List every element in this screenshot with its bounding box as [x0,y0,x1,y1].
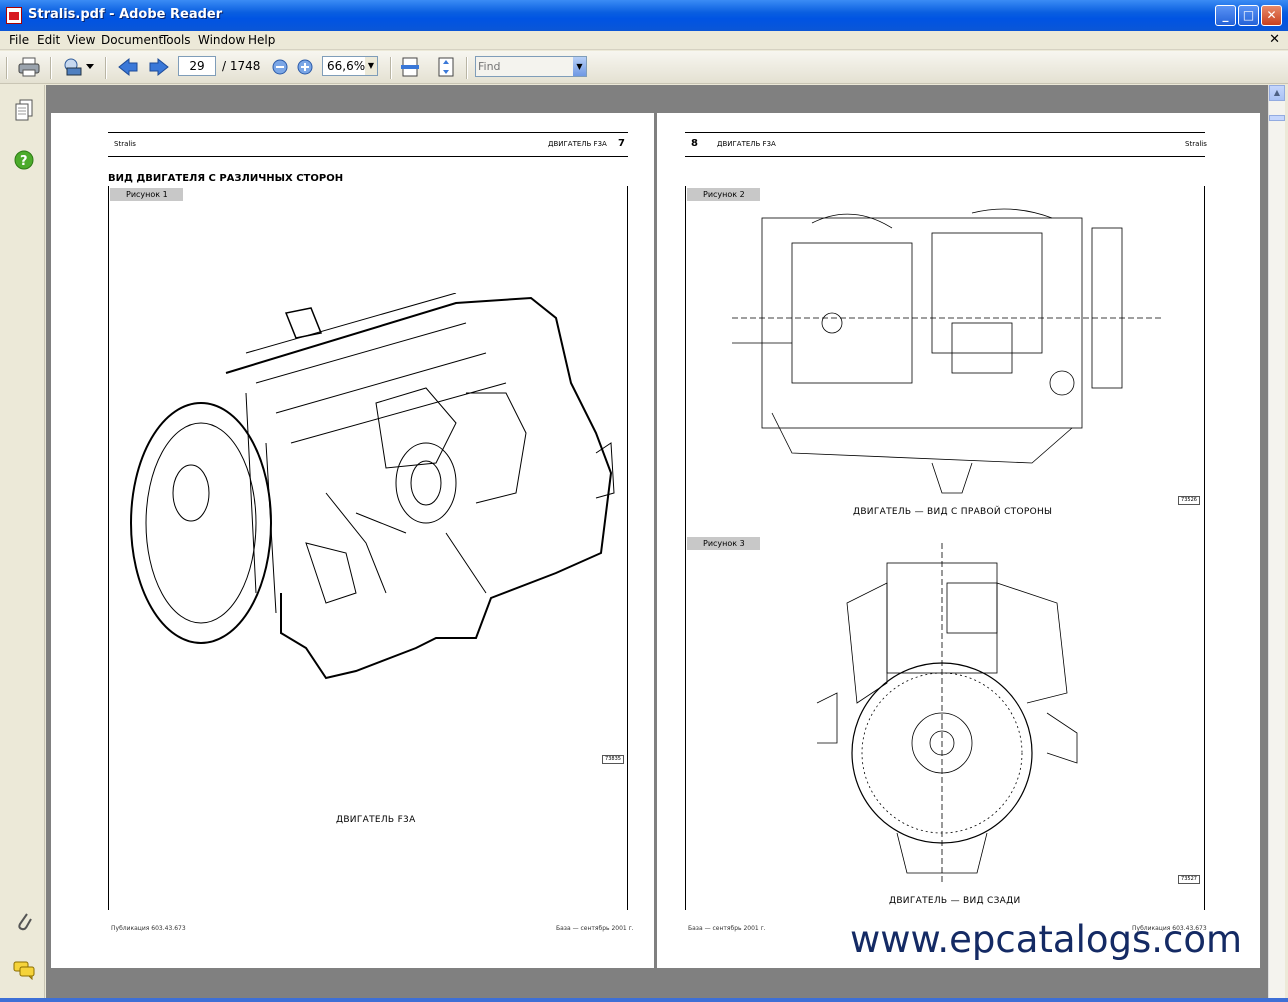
frame-line-right [1204,186,1205,910]
image-id: 73526 [1178,496,1200,505]
maximize-button[interactable]: □ [1238,5,1259,26]
find-box[interactable]: ▼ [475,56,587,77]
toolbar-separator [105,57,107,79]
pdf-page-left: Stralis ДВИГАТЕЛЬ F3A 7 ВИД ДВИГАТЕЛЯ С … [51,113,654,968]
window-title: Stralis.pdf - Adobe Reader [28,7,223,22]
chevron-down-icon[interactable]: ▼ [365,57,377,75]
page-number: 8 [691,138,698,149]
engine-rear-drawing [816,543,1078,883]
header-left-text: ДВИГАТЕЛЬ F3A [717,140,776,148]
zoom-in-icon[interactable] [293,56,317,78]
toolbar-grip [6,57,8,79]
title-bar: Stralis.pdf - Adobe Reader _ □ ✕ [0,0,1288,31]
pdf-page-right: 8 ДВИГАТЕЛЬ F3A Stralis Рисунок 2 [657,113,1260,968]
vertical-scrollbar[interactable]: ▲ [1268,85,1285,998]
help-icon[interactable]: ? [13,149,35,171]
frame-line-right [627,186,628,910]
image-id: 73835 [602,755,624,764]
menu-bar: File Edit View Document Tools Window Hel… [0,31,1288,50]
footer-left: Публикация 603.43.673 [111,925,186,932]
scroll-up-icon[interactable]: ▲ [1269,85,1285,101]
scroll-thumb[interactable] [1269,115,1285,121]
page-number-input[interactable] [178,56,216,76]
footer-right: База — сентябрь 2001 г. [556,925,634,932]
fit-page-icon[interactable] [434,56,458,78]
zoom-value: 66,6% [327,59,366,73]
menu-file[interactable]: File [9,33,30,47]
search-user-icon[interactable] [62,56,86,78]
print-icon[interactable] [17,56,41,78]
header-left-text: Stralis [114,140,136,148]
adobe-reader-icon [6,7,22,24]
toolbar-separator [50,57,52,79]
toolbar-separator [390,57,392,79]
next-page-icon[interactable] [147,56,171,78]
find-input[interactable] [478,59,572,74]
footer-right: Публикация 603.43.673 [1132,925,1207,932]
engine-drawing [130,293,615,680]
page-number: 7 [618,138,625,149]
close-button[interactable]: ✕ [1261,5,1282,26]
frame-line-left [108,186,109,910]
chevron-down-icon[interactable] [84,56,96,78]
taskbar-strip [0,998,1288,1002]
image-id: 73527 [1178,875,1200,884]
page-total: / 1748 [222,59,261,73]
menu-tools[interactable]: Tools [161,33,191,47]
comments-icon[interactable] [13,959,35,981]
figure-label: Рисунок 2 [687,188,760,201]
svg-text:?: ? [20,154,28,169]
document-area[interactable]: Stralis ДВИГАТЕЛЬ F3A 7 ВИД ДВИГАТЕЛЯ С … [46,85,1268,998]
minimize-button[interactable]: _ [1215,5,1236,26]
zoom-select[interactable]: 66,6% ▼ [322,56,378,76]
header-right-text: ДВИГАТЕЛЬ F3A [548,140,607,148]
page-header: Stralis ДВИГАТЕЛЬ F3A 7 [108,132,628,157]
attachments-icon[interactable] [13,910,35,932]
menu-view[interactable]: View [67,33,96,47]
figure-caption: ДВИГАТЕЛЬ F3A [336,815,416,825]
section-heading: ВИД ДВИГАТЕЛЯ С РАЗЛИЧНЫХ СТОРОН [108,173,344,184]
figure-label: Рисунок 3 [687,537,760,550]
menu-window[interactable]: Window [198,33,246,47]
watermark-text: www.epcatalogs.com [850,918,1243,961]
figure-caption: ДВИГАТЕЛЬ — ВИД С ПРАВОЙ СТОРОНЫ [853,507,1053,517]
frame-line-left [685,186,686,910]
navigation-pane: ? [0,85,45,998]
menu-document[interactable]: Document [101,33,164,47]
toolbar-separator [466,57,468,79]
footer-left: База — сентябрь 2001 г. [688,925,766,932]
pages-icon[interactable] [13,99,35,121]
menu-edit[interactable]: Edit [37,33,61,47]
previous-page-icon[interactable] [116,56,140,78]
menu-help[interactable]: Help [248,33,276,47]
fit-width-icon[interactable] [398,56,422,78]
page-header: 8 ДВИГАТЕЛЬ F3A Stralis [685,132,1207,157]
figure-label: Рисунок 1 [110,188,183,201]
engine-side-drawing [732,208,1162,494]
document-close-icon[interactable]: ✕ [1269,32,1280,47]
zoom-out-icon[interactable] [268,56,292,78]
find-dropdown-icon[interactable]: ▼ [573,57,586,76]
figure-caption: ДВИГАТЕЛЬ — ВИД СЗАДИ [889,896,1021,906]
header-right-text: Stralis [1185,140,1207,148]
